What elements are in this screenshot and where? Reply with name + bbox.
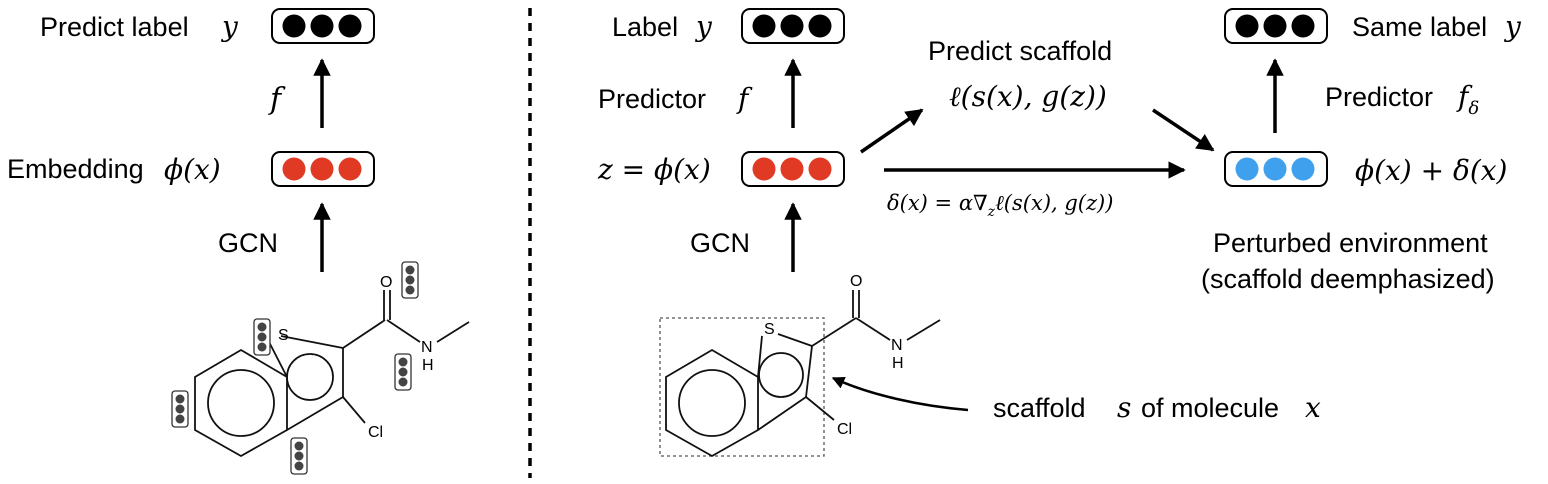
left-atom-s: S [278,327,289,344]
perturbed-env-line2: (scaffold deemphasized) [1201,264,1495,294]
right-atom-h: H [892,355,904,372]
right-embedding-vector [741,151,845,187]
left-embedding-var: ϕ(x) [164,153,221,186]
node-feature-3 [394,353,412,391]
arrow-to-scaffold-predict [860,108,924,154]
perturbed-env-line1: Perturbed environment [1213,228,1488,258]
perturbed-embedding-vector [1224,151,1328,187]
predict-scaffold-label: Predict scaffold [928,36,1112,66]
same-label-output-vector [1224,8,1328,44]
left-predict-label: Predict label [40,12,189,42]
right-predictor-text: Predictor [598,84,706,114]
right-atom-o: O [850,273,862,290]
scaffold-caption-a: scaffold [993,393,1086,423]
predictor-delta-var: fδ [1456,80,1479,119]
predictor-delta-text: Predictor [1325,82,1433,112]
same-label-text: Same label [1352,12,1487,42]
left-atom-n: N [421,339,433,356]
left-f-label: f [268,82,286,117]
same-label-var: y [1503,10,1522,43]
right-label-text: Label [612,12,678,42]
node-feature-5 [290,437,308,475]
node-feature-2 [253,318,271,356]
scaffold-dashed-box [659,317,825,457]
left-atom-cl: Cl [368,424,383,441]
left-output-vector [271,8,375,44]
left-atom-h: H [422,357,434,374]
scaffold-loss-expr: ℓ(s(x), g(z)) [949,80,1107,113]
node-feature-4 [171,390,189,428]
arrow-from-scaffold-predict [1152,108,1215,152]
right-atom-s: S [764,321,775,338]
right-label-var: y [694,10,713,43]
scaffold-pointer-arrow [831,376,969,412]
scaffold-caption-b: of molecule [1141,393,1279,423]
left-gcn-label: GCN [218,228,278,258]
right-output-vector [741,8,845,44]
left-predict-label-var: y [220,10,239,43]
right-atom-n: N [891,337,903,354]
scaffold-caption-x: x [1305,391,1321,424]
right-atom-cl: Cl [837,421,852,438]
left-atom-o: O [380,274,392,291]
right-predictor-var: f [736,82,753,115]
left-embedding-vector [271,151,375,187]
right-molecule [665,290,941,458]
right-gcn-label: GCN [690,228,750,258]
left-embedding-label: Embedding [7,154,144,184]
scaffold-caption-s: s [1117,391,1131,424]
delta-equation: δ(x) = α∇zℓ(s(x), g(z)) [887,191,1113,220]
node-feature-1 [401,261,419,299]
perturbed-expression: ϕ(x) + δ(x) [1355,154,1507,187]
right-z-equation: z = ϕ(x) [597,153,711,186]
